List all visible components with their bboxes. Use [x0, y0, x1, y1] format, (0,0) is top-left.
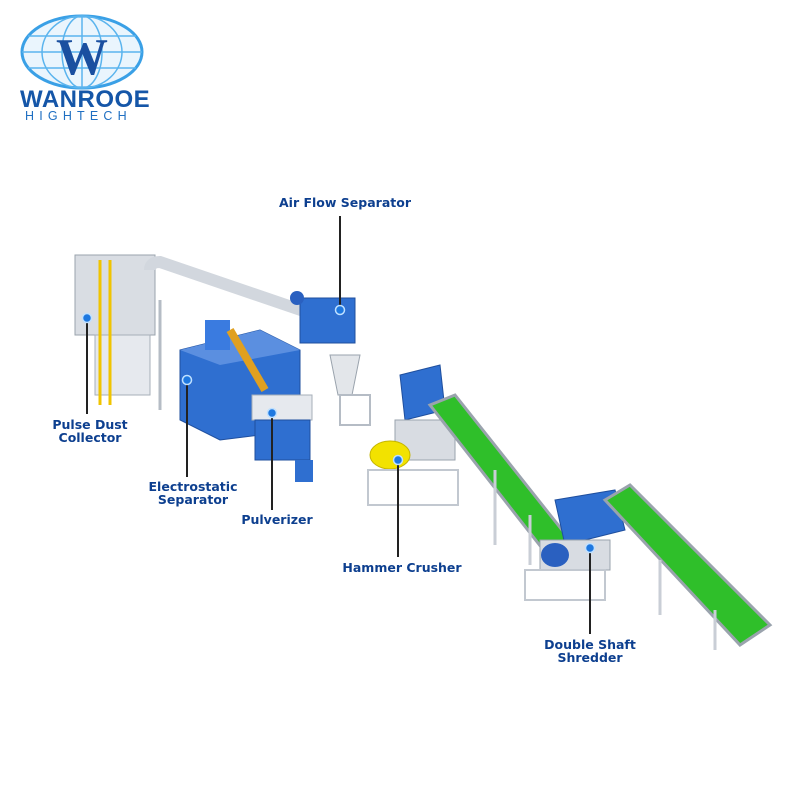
air-flow-separator-machine — [290, 291, 371, 426]
logo-globe-icon: W — [20, 14, 144, 90]
callout-lines — [86, 216, 591, 634]
pulverizer-machine — [251, 394, 313, 482]
label-line: Collector — [58, 429, 122, 445]
label-double-shaft-shredder: Double Shaft Shredder — [544, 637, 636, 665]
hammer-crusher-machine — [367, 364, 459, 506]
svg-text:W: W — [56, 29, 108, 86]
label-line: Double Shaft — [544, 637, 636, 652]
callout-dots — [81, 304, 596, 554]
logo-name: WANROOE — [20, 86, 151, 113]
label-hammer-crusher: Hammer Crusher — [342, 560, 462, 575]
label-electrostatic-separator: Electrostatic Separator — [148, 479, 238, 507]
label-air-flow-separator: Air Flow Separator — [279, 195, 411, 210]
label-line: Pulse Dust — [52, 417, 128, 432]
label-pulverizer: Pulverizer — [241, 512, 313, 527]
label-line: Electrostatic — [148, 479, 238, 494]
label-line: Shredder — [557, 649, 623, 665]
logo-subtitle: HIGHTECH — [25, 109, 132, 123]
conveyor-2 — [602, 483, 773, 650]
label-pulse-dust-collector: Pulse Dust Collector — [52, 417, 128, 445]
label-line: Separator — [157, 491, 229, 507]
